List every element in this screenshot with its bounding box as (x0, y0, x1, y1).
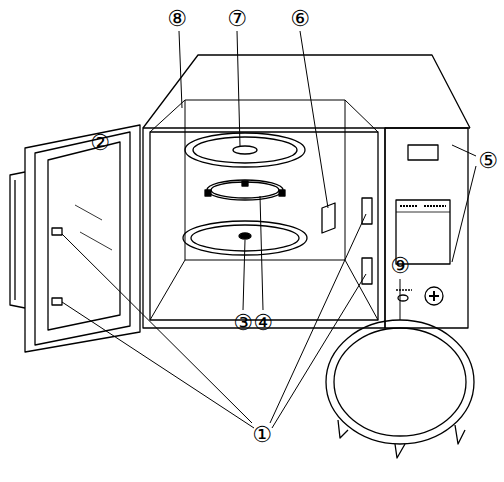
callout-number: ⑦ (227, 8, 247, 30)
callout-number: ⑧ (167, 8, 187, 30)
callout-number: ④ (253, 312, 273, 334)
callout-number: ⑨ (390, 255, 410, 277)
callout-number: ② (90, 132, 110, 154)
callout-number: ⑤ (478, 150, 498, 172)
callout-number: ③ (233, 312, 253, 334)
callout-number: ① (252, 424, 272, 446)
callout-number: ⑥ (290, 8, 310, 30)
